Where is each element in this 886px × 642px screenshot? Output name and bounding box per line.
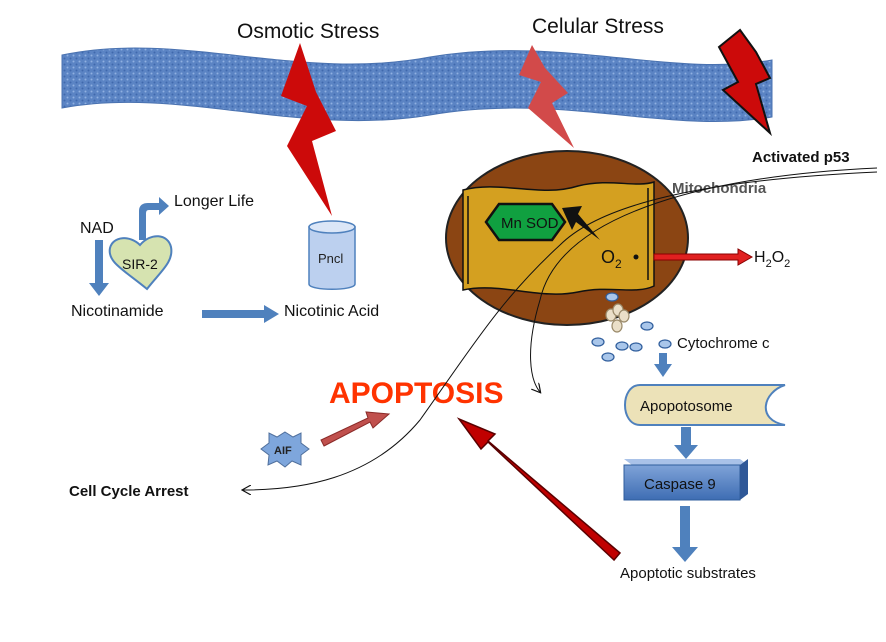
pncl-cylinder (308, 220, 356, 290)
lightning-cellular-icon (519, 45, 574, 148)
apopotosome-label: Apopotosome (640, 398, 733, 415)
h2o2-label: H2O2 (754, 249, 790, 270)
nad-down-arrow (89, 240, 109, 296)
radical-dot (633, 254, 639, 260)
apoptotic-substrates-label: Apoptotic substrates (620, 565, 756, 582)
p53-to-cell-cycle-line (243, 171, 878, 490)
h2o2-arrow (653, 248, 754, 266)
cellular-stress-title: Celular Stress (532, 15, 664, 38)
osmotic-stress-title: Osmotic Stress (237, 20, 379, 43)
pncl-label: Pncl (318, 251, 343, 266)
apoptosis-label: APOPTOSIS (329, 377, 504, 410)
lightning-small-icon (562, 206, 600, 240)
cytochrome-particles (591, 292, 672, 362)
mitochondria (445, 150, 689, 326)
sir2-label: SIR-2 (122, 256, 158, 272)
arrow-caspase-to-substrates (672, 506, 698, 562)
nad-label: NAD (80, 220, 114, 237)
activated-p53-label: Activated p53 (752, 149, 850, 166)
nicotinic-acid-label: Nicotinic Acid (284, 303, 379, 320)
mitochondria-label: Mitochondria (672, 180, 767, 197)
longer-life-arrow (139, 197, 169, 240)
sir2-heart (108, 235, 173, 291)
aif-to-apoptosis-arrow (320, 411, 391, 447)
aif-label: AIF (274, 445, 292, 457)
mn-sod-label: Mn SOD (501, 215, 559, 232)
longer-life-label: Longer Life (174, 193, 254, 210)
apopotosome-shape (624, 384, 786, 426)
substrates-to-apoptosis-arrow (456, 417, 622, 562)
cell-membrane (61, 47, 773, 122)
caspase9-label: Caspase 9 (644, 476, 716, 493)
lightning-p53-icon (717, 28, 772, 137)
nicotinamide-to-acid-arrow (202, 305, 279, 323)
aif-star (260, 431, 310, 468)
o2-label: O2 (601, 247, 622, 271)
nicotinamide-label: Nicotinamide (71, 303, 164, 320)
arrow-apopotosome-to-caspase (674, 427, 698, 459)
caspase9-box (623, 459, 748, 501)
cytochrome-c-label: Cytochrome c (677, 335, 770, 352)
cell-cycle-arrest-label: Cell Cycle Arrest (69, 483, 189, 500)
arrow-cyto-to-apopotosome (654, 353, 672, 377)
mn-sod-hexagon (484, 202, 567, 242)
p53-to-apoptosis-line (530, 167, 878, 392)
lightning-osmotic-icon (281, 43, 336, 216)
